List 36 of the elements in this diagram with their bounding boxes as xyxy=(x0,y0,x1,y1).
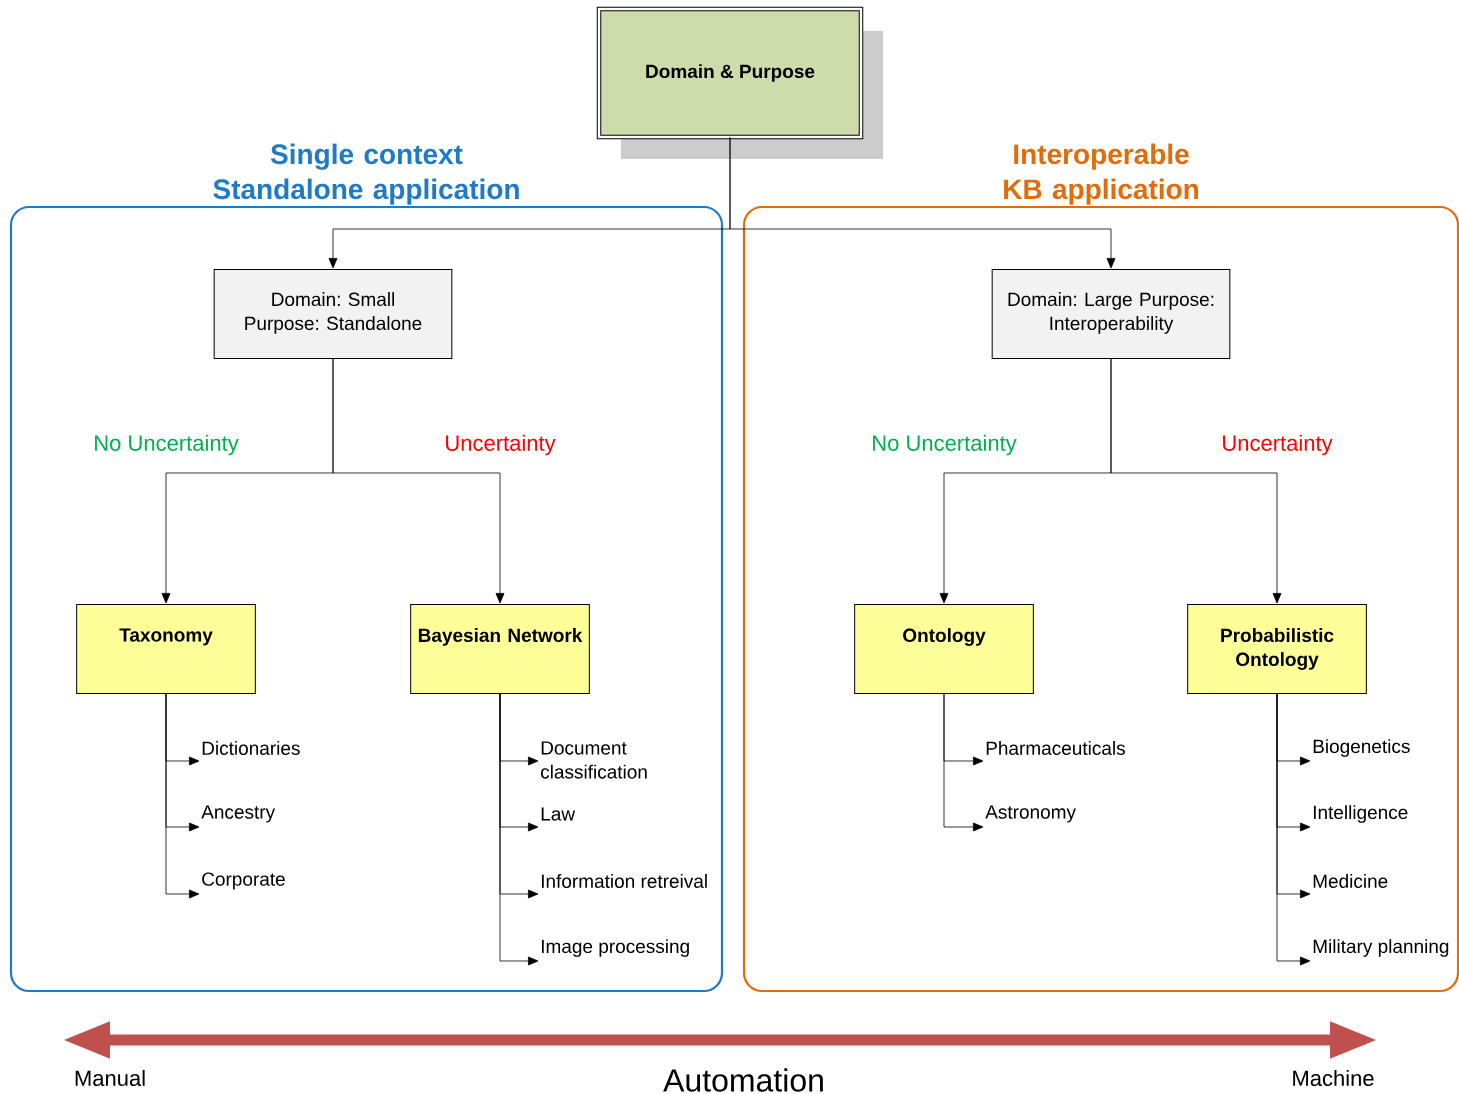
method-box: Ontology xyxy=(854,604,1034,694)
edge-label: Uncertainty xyxy=(1219,432,1335,458)
application-text: Document classification xyxy=(541,741,647,779)
method-box: Probabilistic Ontology xyxy=(1187,604,1367,694)
domain-box: Domain: Small Purpose: Standalone xyxy=(213,269,453,359)
application-text: Intelligence xyxy=(1313,805,1408,823)
node-label: Single context Standalone application xyxy=(213,143,519,205)
application-text: Image processing xyxy=(541,939,689,957)
process-box: Domain & Purpose xyxy=(596,6,864,140)
application-text: Dictionaries xyxy=(202,741,300,755)
edge-label: Uncertainty xyxy=(442,432,558,458)
application-text: Corporate xyxy=(202,872,285,890)
connector-arrow xyxy=(1110,358,1282,604)
application-text: Ancestry xyxy=(201,805,276,823)
method-box: Bayesian Network xyxy=(410,604,590,694)
method-box: Taxonomy xyxy=(76,604,256,694)
edge-label: No Uncertainty xyxy=(91,432,241,458)
node-label: Interoperable KB application xyxy=(1004,143,1199,205)
connector-arrow xyxy=(729,137,1116,269)
axis-label: Automation xyxy=(663,1068,823,1092)
application-text: Astronomy xyxy=(985,805,1076,823)
application-text: Biogenetics xyxy=(1313,739,1410,757)
connector-arrow xyxy=(1276,693,1311,966)
connector-arrow xyxy=(499,693,539,966)
application-text: Medicine xyxy=(1313,874,1388,888)
axis-label: Machine xyxy=(1293,1069,1374,1087)
connector-arrow xyxy=(943,693,984,832)
application-text: Military planning xyxy=(1313,939,1449,957)
application-text: Information retreival xyxy=(541,874,707,888)
axis-label: Manual xyxy=(75,1069,145,1087)
application-text: Law xyxy=(541,807,576,821)
application-text: Pharmaceuticals xyxy=(986,741,1125,755)
domain-box: Domain: Large Purpose: Interoperability xyxy=(991,269,1231,359)
connector-arrow xyxy=(332,358,505,604)
connector-arrow xyxy=(165,693,200,899)
edge-label: No Uncertainty xyxy=(869,432,1019,458)
